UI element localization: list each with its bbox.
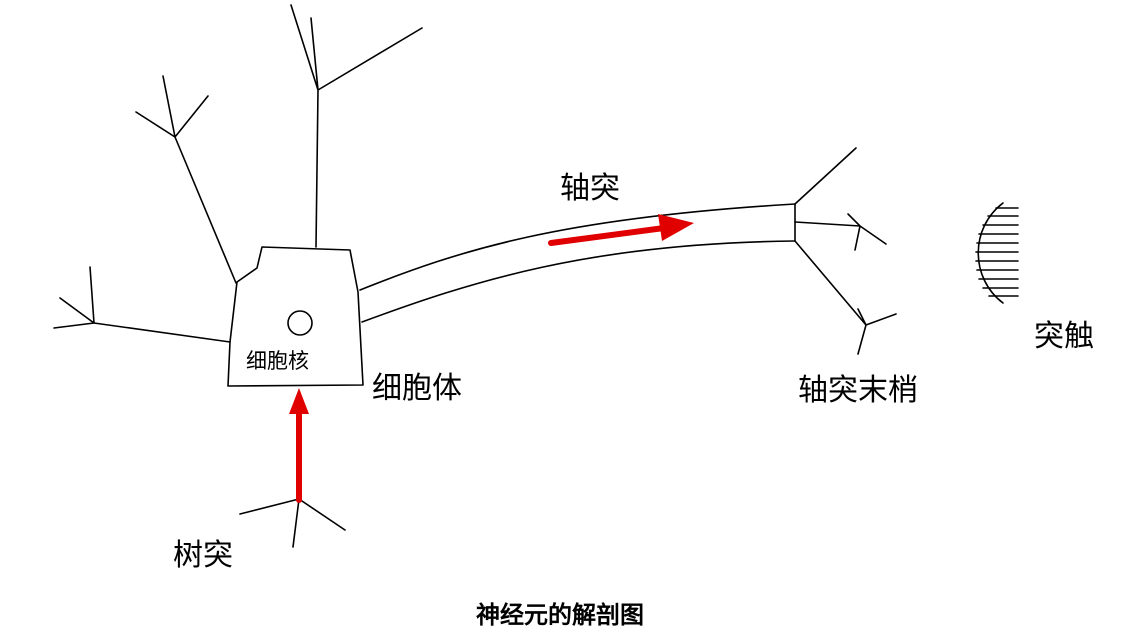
- cell-body-label: 细胞体: [372, 371, 462, 406]
- axon-label: 轴突: [560, 171, 620, 206]
- axon-direction-arrow: [548, 214, 694, 246]
- dendrite-label: 树突: [173, 538, 233, 573]
- synapse-label: 突触: [1034, 319, 1094, 354]
- dendrite-bottom: [239, 498, 346, 548]
- cell-body-outline: [227, 246, 364, 387]
- nucleus-circle: [287, 310, 313, 336]
- dendrite-direction-arrow: [289, 388, 309, 503]
- axon-terminal-label: 轴突末梢: [798, 373, 918, 408]
- axon-terminal-lower: [794, 240, 897, 355]
- diagram-caption: 神经元的解剖图: [476, 601, 644, 629]
- nucleus-label: 细胞核: [246, 349, 309, 373]
- dendrite-left: [53, 266, 231, 343]
- axon-lower-line: [361, 240, 796, 323]
- dendrite-top: [290, 4, 423, 248]
- axon-upper-line: [359, 203, 796, 291]
- synapse-arc: [977, 202, 1004, 304]
- synapse-hatching: [975, 207, 1019, 297]
- axon-terminal-middle: [794, 213, 887, 251]
- axon-terminal-upper: [794, 147, 857, 205]
- dendrite-upper-left: [135, 75, 237, 284]
